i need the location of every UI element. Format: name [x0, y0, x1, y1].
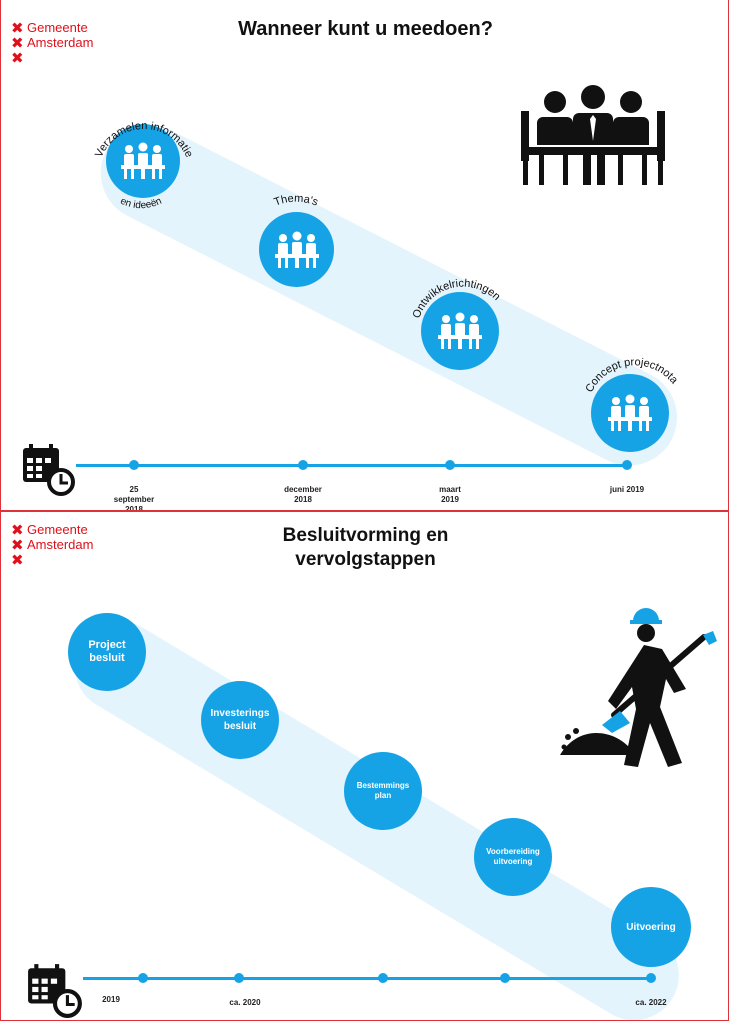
slide-title: Wanneer kunt u meedoen?	[238, 18, 493, 40]
slide-decision-making: ✖Gemeente ✖Amsterdam ✖ Besluitvorming en…	[0, 511, 729, 1021]
logo-cross-icon: ✖	[11, 520, 24, 539]
slide-participation: ✖Gemeente ✖Amsterdam ✖ Wanneer kunt u me…	[0, 0, 729, 511]
calendar-clock-icon	[26, 962, 84, 1020]
gemeente-amsterdam-logo: ✖Gemeente ✖Amsterdam ✖	[11, 520, 94, 569]
timeline-dot	[622, 460, 632, 470]
timeline-dot	[445, 460, 455, 470]
svg-text:Thema's: Thema's	[272, 193, 320, 209]
step-circle-concept-projectnota	[591, 374, 669, 452]
svg-text:Verzamelen informatie: Verzamelen informatie	[93, 120, 195, 159]
timeline-dot	[378, 973, 388, 983]
logo-cross-icon: ✖	[11, 550, 24, 569]
svg-text:Ontwikkelrichtingen: Ontwikkelrichtingen	[411, 278, 503, 320]
timeline-dot	[129, 460, 139, 470]
gemeente-amsterdam-logo: ✖Gemeente ✖Amsterdam ✖	[11, 18, 94, 67]
meeting-icon	[271, 230, 323, 270]
timeline-dot	[234, 973, 244, 983]
logo-cross-icon: ✖	[11, 18, 24, 37]
slide-title: Besluitvorming en vervolgstappen	[282, 525, 449, 570]
step-circle-verzamelen	[106, 124, 180, 198]
timeline-date-2019: 2019	[102, 995, 120, 1004]
timeline-date-jun-2019: juni 2019	[609, 485, 645, 494]
timeline-dot	[500, 973, 510, 983]
calendar-clock-icon	[21, 442, 77, 501]
svg-text:Concept projectnota: Concept projectnota	[583, 356, 680, 394]
timeline-dot	[646, 973, 656, 983]
timeline-dot	[298, 460, 308, 470]
logo-cross-icon: ✖	[11, 535, 24, 554]
logo-cross-icon: ✖	[11, 48, 24, 67]
logo-cross-icon: ✖	[11, 33, 24, 52]
step-uitvoering: Uitvoering	[611, 887, 691, 967]
timeline-dot	[138, 973, 148, 983]
svg-text:en ideeën: en ideeën	[119, 196, 164, 211]
construction-worker-icon	[556, 607, 728, 772]
timeline-line	[83, 977, 655, 980]
meeting-icon	[117, 141, 169, 181]
step-label-ontwikkelrichtingen: Ontwikkelrichtingen	[411, 278, 503, 320]
step-circle-ontwikkelrichtingen	[421, 292, 499, 370]
step-label-verzamelen: Verzamelen informatie en ideeën	[93, 120, 195, 211]
step-circle-themas	[259, 212, 334, 287]
timeline-date-2022: ca. 2022	[635, 998, 667, 1007]
step-label-themas: Thema's	[272, 193, 320, 209]
timeline-date-2020: ca. 2020	[229, 998, 261, 1007]
meeting-icon	[604, 393, 656, 433]
timeline-line	[76, 464, 631, 467]
meeting-people-icon	[517, 85, 669, 192]
meeting-icon	[434, 311, 486, 351]
step-label-concept-projectnota: Concept projectnota	[583, 356, 680, 394]
